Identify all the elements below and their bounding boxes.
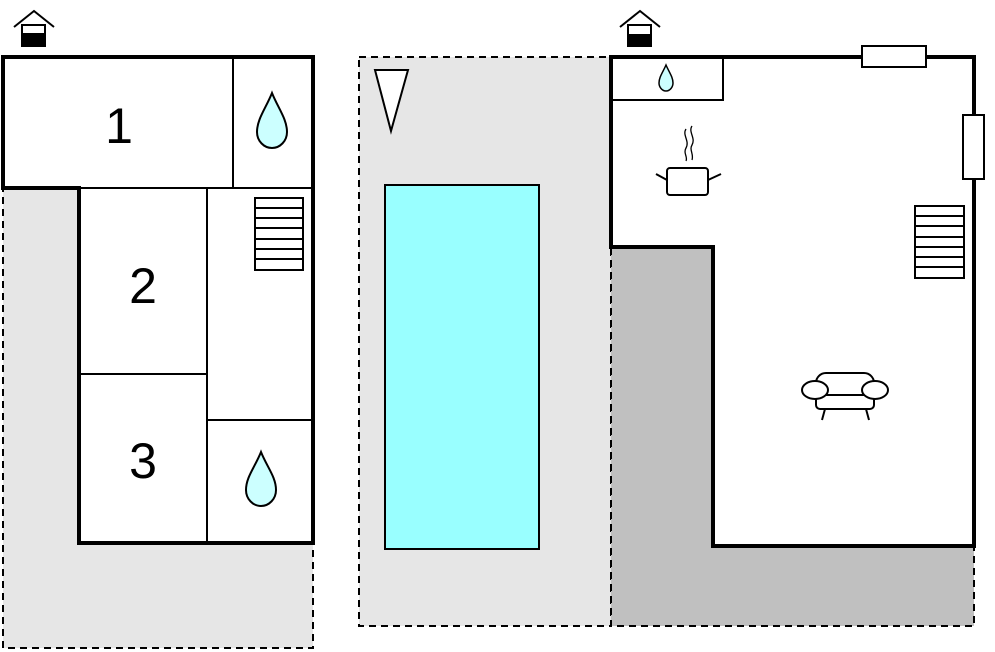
room-1-label: 1 bbox=[105, 98, 133, 154]
water-drop-icon bbox=[244, 449, 278, 508]
left-outer-walls bbox=[1, 55, 315, 545]
window-icon bbox=[962, 114, 985, 180]
swimming-pool bbox=[384, 184, 540, 550]
right-outer-walls bbox=[609, 55, 976, 548]
water-drop-icon bbox=[658, 63, 674, 92]
room-3-label: 3 bbox=[129, 433, 157, 489]
garden-area bbox=[358, 56, 612, 627]
window-icon bbox=[861, 45, 927, 68]
left-inner-walls bbox=[79, 57, 313, 543]
house-floor-icon bbox=[619, 9, 661, 47]
stairs-icon bbox=[914, 205, 965, 279]
sofa-icon bbox=[801, 372, 889, 421]
washroom-nook bbox=[611, 57, 724, 101]
room-2-label: 2 bbox=[129, 258, 157, 314]
cooking-pot-icon bbox=[655, 125, 722, 196]
left-floor-plan: 1 2 3 bbox=[1, 9, 315, 649]
north-arrow-icon bbox=[373, 69, 410, 135]
water-drop-icon bbox=[255, 90, 289, 150]
right-floor-plan bbox=[609, 9, 985, 627]
stairs-icon bbox=[254, 197, 304, 271]
house-floor-icon bbox=[13, 9, 55, 47]
